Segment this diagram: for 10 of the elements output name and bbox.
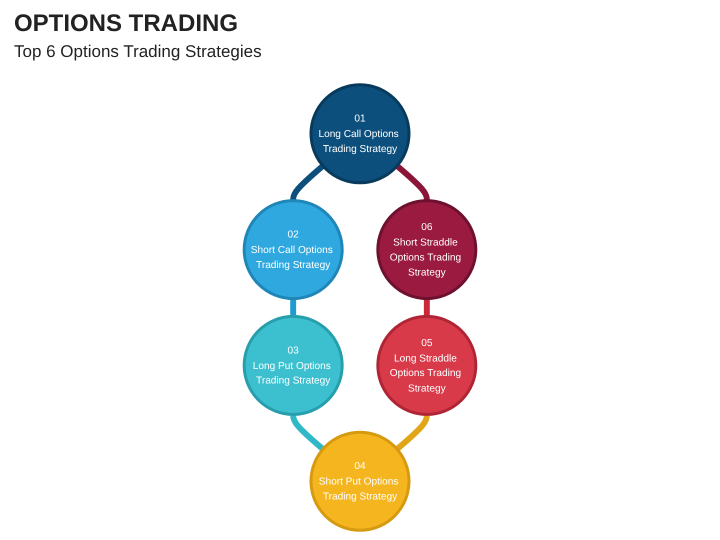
node-circle: 06 Short Straddle Options Trading Strategy [376,199,478,300]
node-circle: 01 Long Call Options Trading Strategy [310,83,410,184]
node-circle: 05 Long Straddle Options Trading Strategy [376,314,478,416]
title: OPTIONS TRADING [14,10,240,38]
subtitle: Top 6 Options Trading Strategies [14,42,262,62]
node-circle: 03 Long Put Options Trading Strategy [242,314,344,416]
node-circle: 02 Short Call Options Trading Strategy [242,199,344,300]
connector [290,297,296,318]
connector [424,297,430,318]
node-circle: 04 Short Put Options Trading Strategy [310,430,410,532]
